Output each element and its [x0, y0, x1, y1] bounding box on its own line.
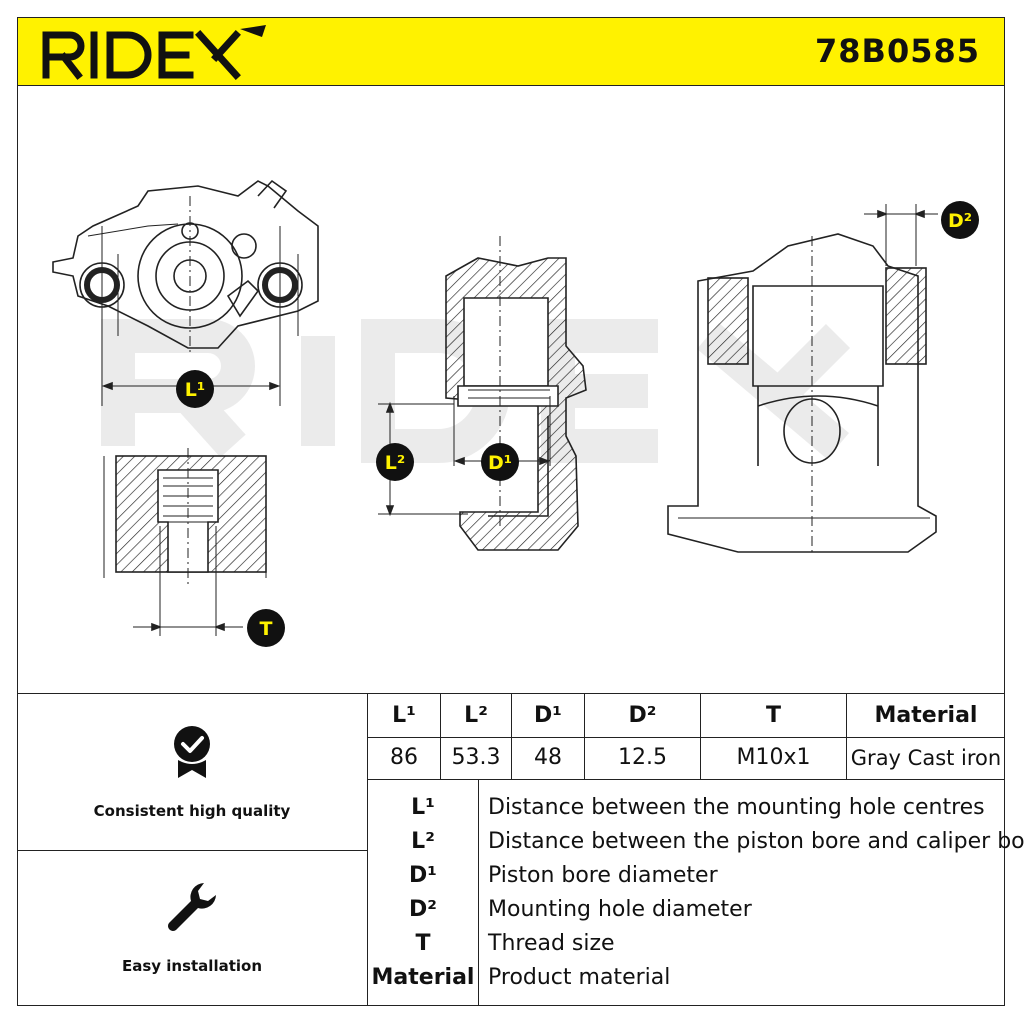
legend-desc-t: Thread size	[488, 931, 615, 956]
svg-text:L²: L²	[385, 452, 405, 474]
legend-key-t: T	[415, 931, 431, 956]
svg-text:D¹: D¹	[488, 452, 512, 474]
legend-desc-d1: Piston bore diameter	[488, 863, 718, 888]
caliper-side-outline	[667, 233, 937, 553]
spec-value-l1: 86	[390, 745, 418, 770]
table-border-left	[367, 694, 368, 1006]
quality-badge-icon	[174, 726, 210, 778]
spec-header-d1: D¹	[534, 703, 562, 728]
legend-key-l2: L²	[411, 829, 435, 854]
svg-text:T: T	[260, 618, 273, 640]
feature-divider	[17, 850, 367, 851]
spec-value-d1: 48	[534, 745, 562, 770]
spec-value-material: Gray Cast iron	[850, 746, 1002, 770]
spec-header-t: T	[765, 703, 781, 728]
feature-installation-label: Easy installation	[121, 957, 263, 975]
caliper-technical-drawing: L¹ L² D¹ D² T	[52, 179, 979, 647]
legend-key-material: Material	[371, 965, 475, 990]
marker-d2: D²	[941, 201, 979, 239]
feature-quality-label: Consistent high quality	[93, 802, 291, 820]
feature-installation: Easy installation	[18, 851, 366, 1005]
spec-header-d2: D²	[628, 703, 657, 728]
wrench-icon	[168, 883, 216, 931]
marker-l2: L²	[376, 443, 414, 481]
spec-header-l2: L²	[464, 703, 488, 728]
section-divider	[17, 693, 1005, 694]
legend-desc-d2: Mounting hole diameter	[488, 897, 752, 922]
legend-desc-l2: Distance between the piston bore and cal…	[488, 829, 1024, 854]
svg-text:D²: D²	[948, 210, 972, 232]
legend-key-d2: D²	[409, 897, 437, 922]
marker-d1: D¹	[481, 443, 519, 481]
spec-header-material: Material	[874, 703, 978, 728]
spec-value-t: M10x1	[736, 745, 811, 770]
marker-l1: L¹	[176, 370, 214, 408]
spec-header-l1: L¹	[392, 703, 416, 728]
part-number: 78B0585	[815, 32, 980, 70]
feature-quality: Consistent high quality	[18, 694, 366, 850]
legend-key-l1: L¹	[411, 795, 435, 820]
legend-desc-l1: Distance between the mounting hole centr…	[488, 795, 985, 820]
svg-text:L¹: L¹	[185, 379, 205, 401]
spec-value-l2: 53.3	[451, 745, 501, 770]
spec-value-d2: 12.5	[618, 745, 667, 770]
marker-t: T	[247, 609, 285, 647]
legend-key-d1: D¹	[409, 863, 437, 888]
legend-desc-material: Product material	[488, 965, 671, 990]
header-bar: 78B0585	[17, 17, 1005, 86]
ridex-logo	[42, 25, 266, 80]
